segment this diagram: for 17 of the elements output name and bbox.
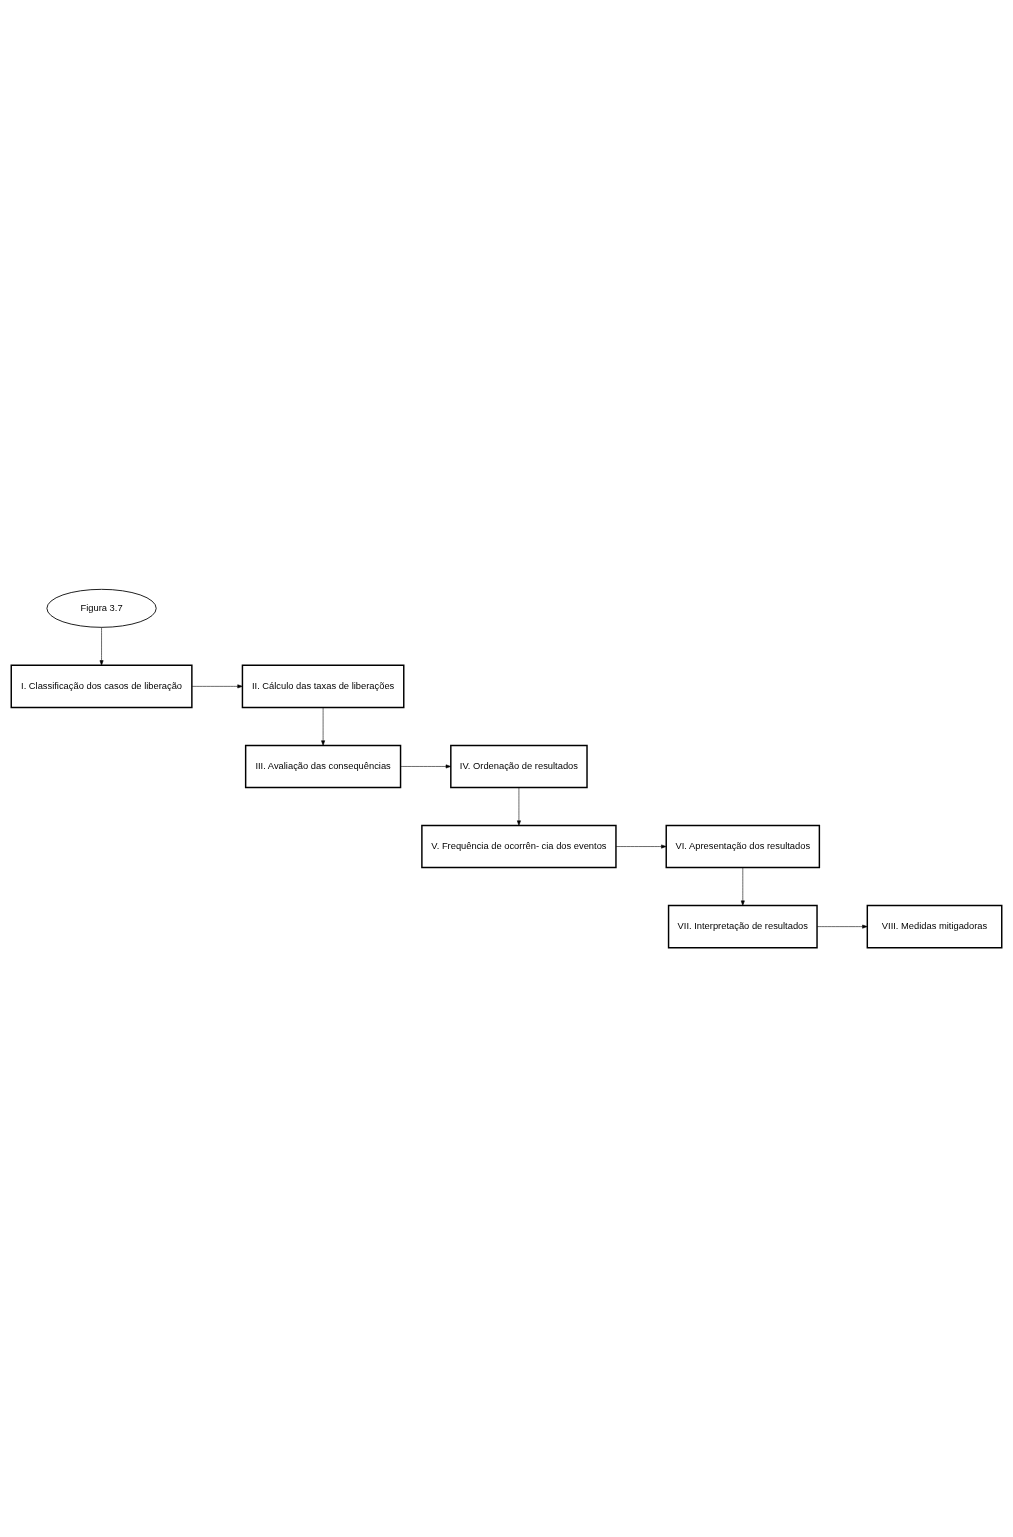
arrow: [816, 924, 868, 929]
arrow: [321, 707, 326, 746]
node-box: IV. Ordenação de resultados: [450, 744, 588, 789]
arrow: [740, 867, 745, 906]
arrow: [615, 844, 667, 849]
node-box: VI. Apresentação dos resultados: [665, 824, 821, 869]
node-box: II. Cálculo das taxas de liberações: [241, 664, 405, 709]
node-box: III. Avaliação das consequências: [244, 744, 402, 789]
arrow: [400, 764, 451, 769]
node-box: I. Classificação dos casos de liberação: [10, 664, 193, 709]
arrow: [99, 627, 104, 666]
node-ellipse: Figura 3.7: [46, 588, 157, 628]
node-box: VIII. Medidas mitigadoras: [866, 904, 1003, 949]
node-box: VII. Interpretação de resultados: [667, 904, 818, 949]
arrow: [191, 684, 243, 689]
node-box: V. Frequência de ocorrên- cia dos eventos: [421, 824, 617, 869]
arrow: [517, 787, 521, 826]
